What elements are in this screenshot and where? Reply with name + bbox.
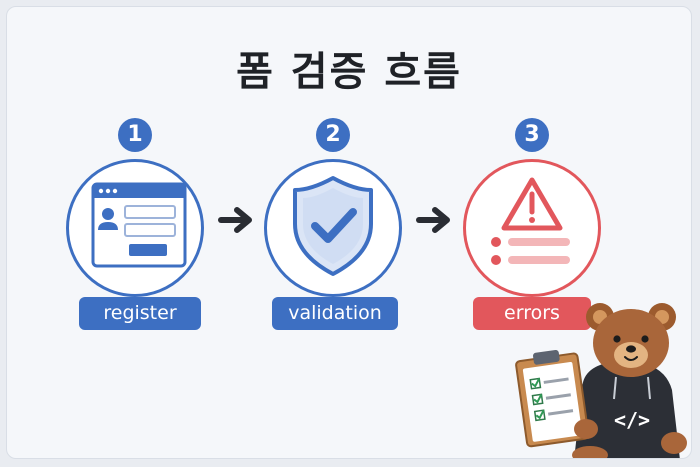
- arrow-right-icon: [218, 207, 252, 233]
- step-3-number: 3: [515, 118, 549, 152]
- diagram-card: 폼 검증 흐름 1 register 2 validation: [6, 6, 692, 459]
- step-2-label: validation: [272, 297, 398, 330]
- step-2-circle: [264, 159, 402, 297]
- step-1-circle: [66, 159, 204, 297]
- step-3-circle: [463, 159, 601, 297]
- step-3-label: errors: [473, 297, 591, 330]
- step-2-number: 2: [316, 118, 350, 152]
- step-1-label: register: [79, 297, 201, 330]
- shield-check-icon: [293, 176, 373, 276]
- arrow-right-icon: [416, 207, 450, 233]
- shirt-code-symbol: </>: [614, 408, 650, 432]
- registration-form-icon: [91, 182, 187, 268]
- bear-developer-clipboard-icon: </>: [515, 303, 687, 458]
- diagram-title: 폼 검증 흐름: [236, 49, 462, 95]
- warning-triangle-icon: [491, 177, 570, 265]
- step-1-number: 1: [118, 118, 152, 152]
